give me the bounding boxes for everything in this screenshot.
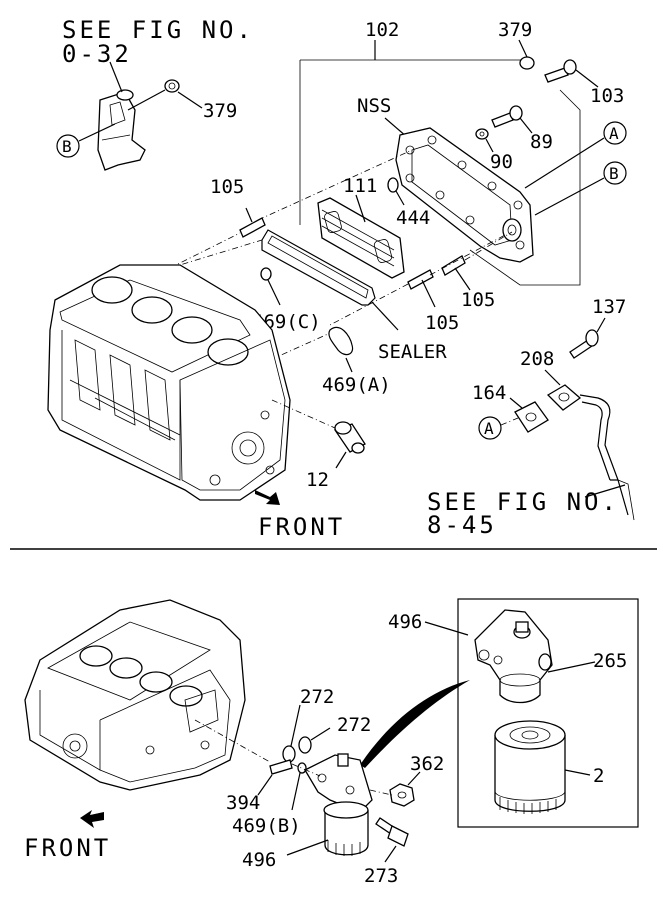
reference-fig-8-45: SEE FIG NO. 8-45: [427, 484, 626, 539]
marker-b-left-label: B: [62, 137, 72, 156]
pipe-208: [544, 369, 635, 521]
o-ring-272-b: [298, 727, 331, 754]
callout-12: 12: [306, 469, 329, 491]
nut-379: [518, 39, 535, 70]
callout-105-left: 105: [210, 176, 244, 198]
o-ring-469a: [269, 326, 354, 373]
ref-fig-b-line1: SEE FIG NO.: [427, 488, 619, 516]
callout-379-top: 379: [498, 19, 532, 41]
front-label-top: FRONT: [258, 513, 345, 541]
callout-102: 102: [365, 19, 399, 41]
stud-105-left: [169, 207, 266, 269]
marker-b-right: B: [534, 161, 627, 216]
nut-362: [369, 771, 421, 807]
filter-detail-box: [457, 598, 639, 828]
front-label-bottom: FRONT: [24, 834, 111, 862]
marker-b-right-label: B: [609, 164, 619, 183]
marker-a-right-label: A: [609, 124, 619, 143]
callout-469b: 469(B): [232, 815, 301, 837]
callout-273: 273: [364, 865, 398, 887]
o-ring-444: [387, 177, 405, 206]
gasket-164: [509, 397, 549, 433]
callout-469a: 469(A): [322, 374, 391, 396]
assembly-line-2: [169, 239, 263, 269]
marker-b-left: B: [56, 123, 116, 158]
oil-filter-2: [494, 720, 591, 814]
callout-111: 111: [343, 175, 377, 197]
filter-assembly-496: [286, 753, 373, 856]
stud-105-mid: [329, 269, 436, 326]
o-ring-272-a: [282, 704, 301, 763]
callout-137: 137: [592, 296, 626, 318]
oil-cooler-element-111: [317, 194, 405, 279]
assembly-line-1: [257, 149, 413, 221]
o-ring-469b: [291, 762, 307, 811]
callout-444: 444: [396, 207, 430, 229]
nut-379-small: [127, 79, 203, 111]
callout-496-detail: 496: [388, 611, 422, 633]
water-outlet-part: [97, 61, 146, 171]
filter-housing-496-detail: [424, 609, 596, 704]
bolt-89: [491, 105, 533, 134]
callout-496-bottom: 496: [242, 849, 276, 871]
bolt-103: [544, 59, 599, 88]
callout-394: 394: [226, 792, 260, 814]
callout-nss: NSS: [357, 95, 391, 117]
callout-164: 164: [472, 382, 506, 404]
gasket-sealer: [261, 229, 399, 331]
callout-105-mid: 105: [425, 312, 459, 334]
detail-pointer: [360, 680, 470, 768]
callout-105-right: 105: [461, 289, 495, 311]
ref-fig-b-line2: 8-45: [427, 511, 497, 539]
callout-103: 103: [590, 85, 624, 107]
callout-90: 90: [490, 151, 513, 173]
stud-105-right: [441, 231, 513, 291]
front-arrow-bottom: [80, 810, 104, 828]
callout-sealer: SEALER: [378, 341, 447, 363]
o-ring-469c: [260, 267, 281, 306]
callout-89: 89: [530, 131, 553, 153]
marker-a-pipe-label: A: [484, 419, 494, 438]
callout-272-a: 272: [300, 686, 334, 708]
stud-394: [257, 759, 293, 796]
callout-362: 362: [410, 753, 444, 775]
ref-fig-a-line2: 0-32: [62, 40, 132, 68]
callout-265: 265: [593, 650, 627, 672]
callout-272-b: 272: [337, 714, 371, 736]
assembly-line-3: [429, 234, 506, 276]
ref-fig-a-line1: SEE FIG NO.: [62, 16, 254, 44]
engine-block-top: [47, 264, 291, 501]
bracket-frame-102: [299, 40, 581, 286]
bolt-137: [569, 317, 606, 359]
bolt-273: [375, 817, 409, 863]
callout-208: 208: [520, 348, 554, 370]
engine-block-bottom: [24, 599, 271, 791]
marker-a-right: A: [524, 121, 627, 189]
plug-12: [271, 399, 366, 469]
oil-cooler-housing: [395, 127, 534, 263]
reference-fig-0-32: SEE FIG NO. 0-32: [62, 16, 254, 68]
washer-90: [475, 128, 494, 153]
callout-2: 2: [593, 765, 604, 787]
marker-a-pipe: A: [478, 416, 519, 440]
callout-379-left: 379: [203, 100, 237, 122]
front-arrow-top: [255, 490, 280, 505]
